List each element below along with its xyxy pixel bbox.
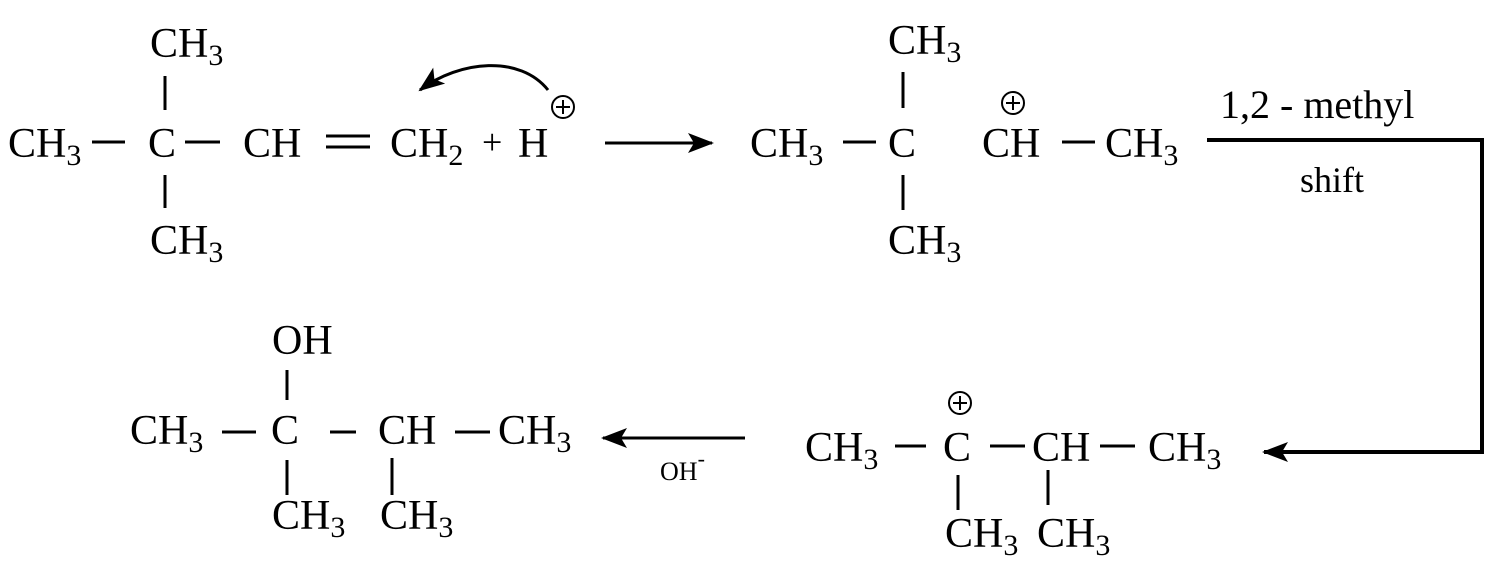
proton: H [518,121,549,167]
shift-label-line1: 1,2 - methyl [1220,82,1415,127]
plus-sign: + [482,122,503,162]
product-left-methyl: CH3 [130,408,204,459]
cation2-bottom-methyl-1: CH3 [945,511,1019,562]
reagent-charge: - [697,446,705,471]
reactant-bottom-methyl: CH3 [150,218,224,269]
product-bottom-methyl-1: CH3 [272,493,346,544]
reactant-top-methyl: CH3 [150,21,224,72]
cation2-ch: CH [1032,425,1091,471]
cation2-carbon: C [943,425,972,471]
cation1-left-methyl: CH3 [750,121,824,172]
positive-charge [551,95,575,119]
reactant-left-methyl: CH3 [8,121,82,172]
cation1-right-methyl: CH3 [1105,121,1179,172]
product-ch: CH [378,408,437,454]
cation1-ch: CH [982,121,1041,167]
reagent-label: OH [660,457,698,486]
reactant-alkene-ch: CH [243,121,302,167]
cation1-top-methyl: CH3 [888,18,962,69]
product-bottom-methyl-2: CH3 [380,493,454,544]
shift-label-line2: shift [1300,160,1365,200]
cation1-bottom-methyl: CH3 [888,218,962,269]
cation2-left-methyl: CH3 [805,425,879,476]
product-hydroxyl: OH [272,318,333,364]
cation1-center-carbon: C [888,121,917,167]
positive-charge [948,391,972,415]
product-carbon: C [271,408,300,454]
hydroxide-reagent: OH- [660,448,705,486]
cation2-right-methyl: CH3 [1148,425,1222,476]
reactant-alkene-ch2: CH2 [390,121,464,172]
curved-arrow [418,64,550,92]
positive-charge [1001,91,1025,115]
shift-arrow [1207,138,1484,462]
product-right-methyl: CH3 [498,408,572,459]
reactant-center-carbon: C [148,121,177,167]
cation2-bottom-methyl-2: CH3 [1037,511,1111,562]
